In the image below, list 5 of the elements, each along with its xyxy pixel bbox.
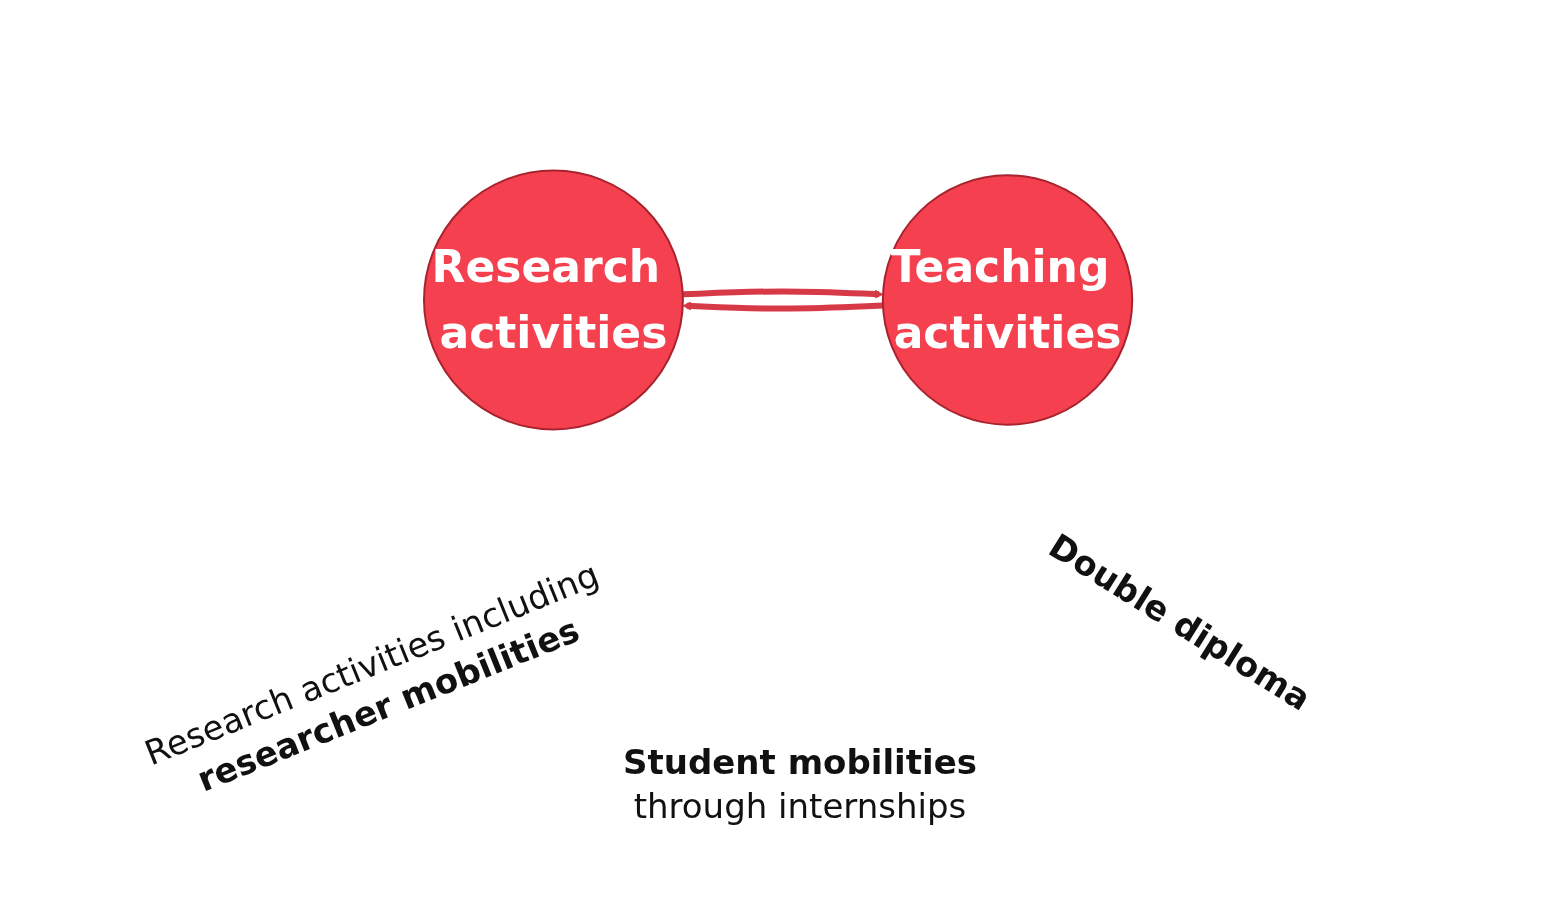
arrow (682, 301, 884, 312)
arrow (683, 288, 884, 299)
node-circle: Teaching activities (882, 174, 1134, 426)
node-circle: Research activities (423, 169, 685, 431)
annotation-text: Student mobilities through internships (622, 741, 978, 829)
